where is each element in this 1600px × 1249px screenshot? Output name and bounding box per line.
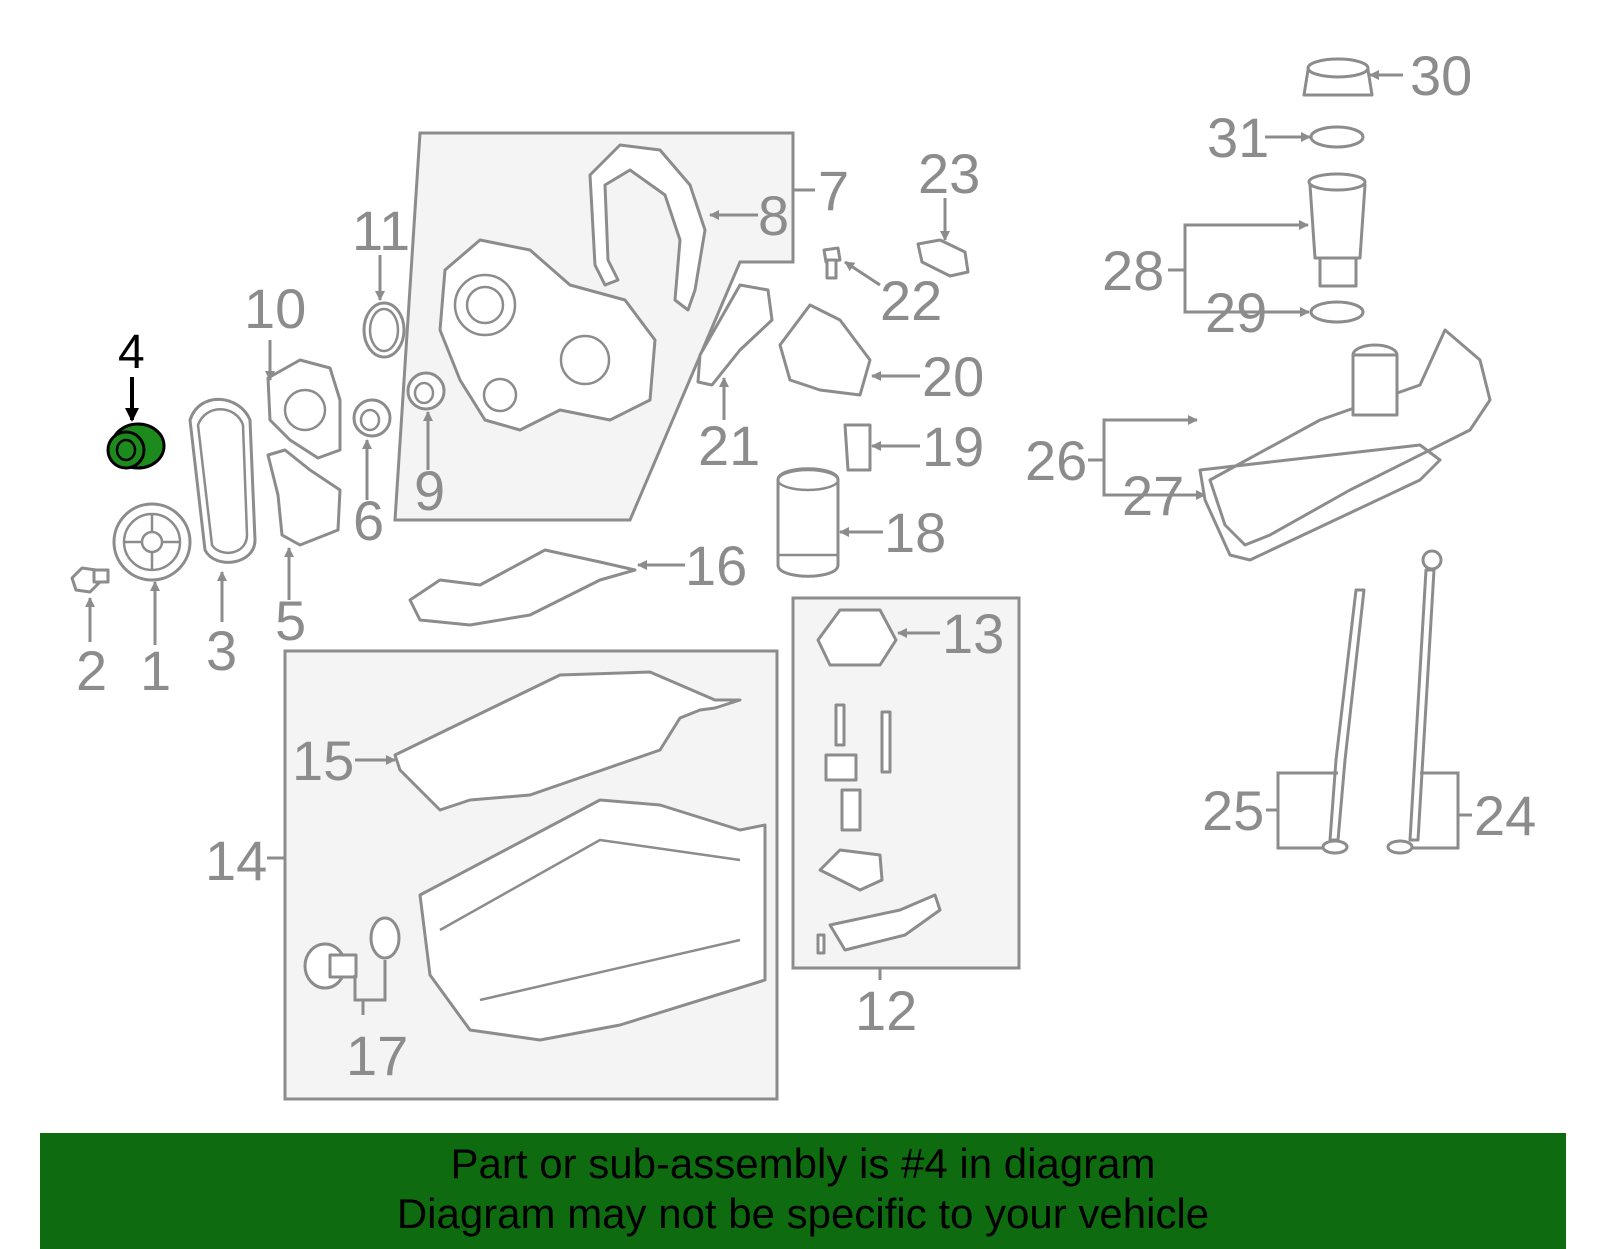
part-30-cap — [1302, 57, 1374, 97]
label-9: 9 — [414, 459, 445, 522]
part-31-ring — [1309, 125, 1365, 149]
label-18: 18 — [884, 501, 946, 564]
valve-cover — [1198, 328, 1492, 562]
banner-line-1: Part or sub-assembly is #4 in diagram — [450, 1140, 1156, 1187]
part-3-belt — [188, 397, 257, 564]
label-16: 16 — [685, 534, 747, 597]
timing-cover — [438, 238, 657, 432]
label-12: 12 — [855, 979, 917, 1042]
part-19-fitting — [843, 423, 872, 472]
label-22: 22 — [880, 269, 942, 332]
label-7: 7 — [818, 159, 849, 222]
label-13: 13 — [942, 602, 1004, 665]
label-19: 19 — [922, 415, 984, 478]
oil-pan — [418, 798, 767, 1042]
label-8: 8 — [758, 184, 789, 247]
part-9-seal — [406, 371, 446, 411]
banner-line-2: Diagram may not be specific to your vehi… — [396, 1190, 1210, 1237]
leader-lines — [85, 70, 1472, 1015]
label-30: 30 — [1410, 44, 1472, 107]
part-15-gasket — [393, 670, 742, 812]
label-1: 1 — [140, 639, 171, 702]
part-17-plug — [303, 916, 401, 990]
label-28: 28 — [1102, 239, 1164, 302]
part-22-bolt — [822, 246, 842, 280]
callout-labels: 4 1 2 3 5 6 7 8 9 10 11 12 13 14 15 16 1… — [76, 44, 1536, 1087]
info-banner: Part or sub-assembly is #4 in diagram Di… — [40, 1133, 1566, 1249]
label-4: 4 — [118, 326, 145, 379]
label-21: 21 — [698, 414, 760, 477]
part-16-windage-tray — [408, 548, 637, 627]
part-28-filler-tube — [1307, 172, 1367, 288]
part-21-gasket — [696, 283, 774, 387]
label-17: 17 — [346, 1024, 408, 1087]
label-24: 24 — [1474, 784, 1536, 847]
label-23: 23 — [918, 142, 980, 205]
part-1-pulley — [112, 502, 192, 582]
label-26: 26 — [1025, 429, 1087, 492]
part-12-internals — [816, 703, 942, 955]
label-5: 5 — [275, 589, 306, 652]
part-8-gasket — [588, 143, 707, 312]
label-29: 29 — [1205, 281, 1267, 344]
part-18-oil-filter — [776, 467, 840, 578]
label-15: 15 — [292, 729, 354, 792]
part-4-seal[interactable] — [106, 422, 166, 470]
label-20: 20 — [922, 345, 984, 408]
part-25-tube — [1328, 588, 1366, 842]
part-29-ring — [1309, 300, 1365, 324]
part-13-pump — [816, 608, 898, 667]
label-3: 3 — [206, 619, 237, 682]
label-2: 2 — [76, 639, 107, 702]
label-6: 6 — [353, 489, 384, 552]
part-24-dipstick — [1408, 568, 1436, 842]
label-14: 14 — [205, 829, 267, 892]
label-31: 31 — [1207, 106, 1269, 169]
part-6-seal — [352, 398, 392, 438]
label-11: 11 — [352, 199, 410, 262]
part-5-bracket — [266, 448, 342, 547]
label-10: 10 — [244, 277, 306, 340]
part-20-housing — [778, 303, 872, 397]
label-27: 27 — [1122, 464, 1184, 527]
part-2-bolt — [70, 566, 110, 594]
label-25: 25 — [1202, 779, 1264, 842]
part-10-plate — [266, 358, 342, 460]
